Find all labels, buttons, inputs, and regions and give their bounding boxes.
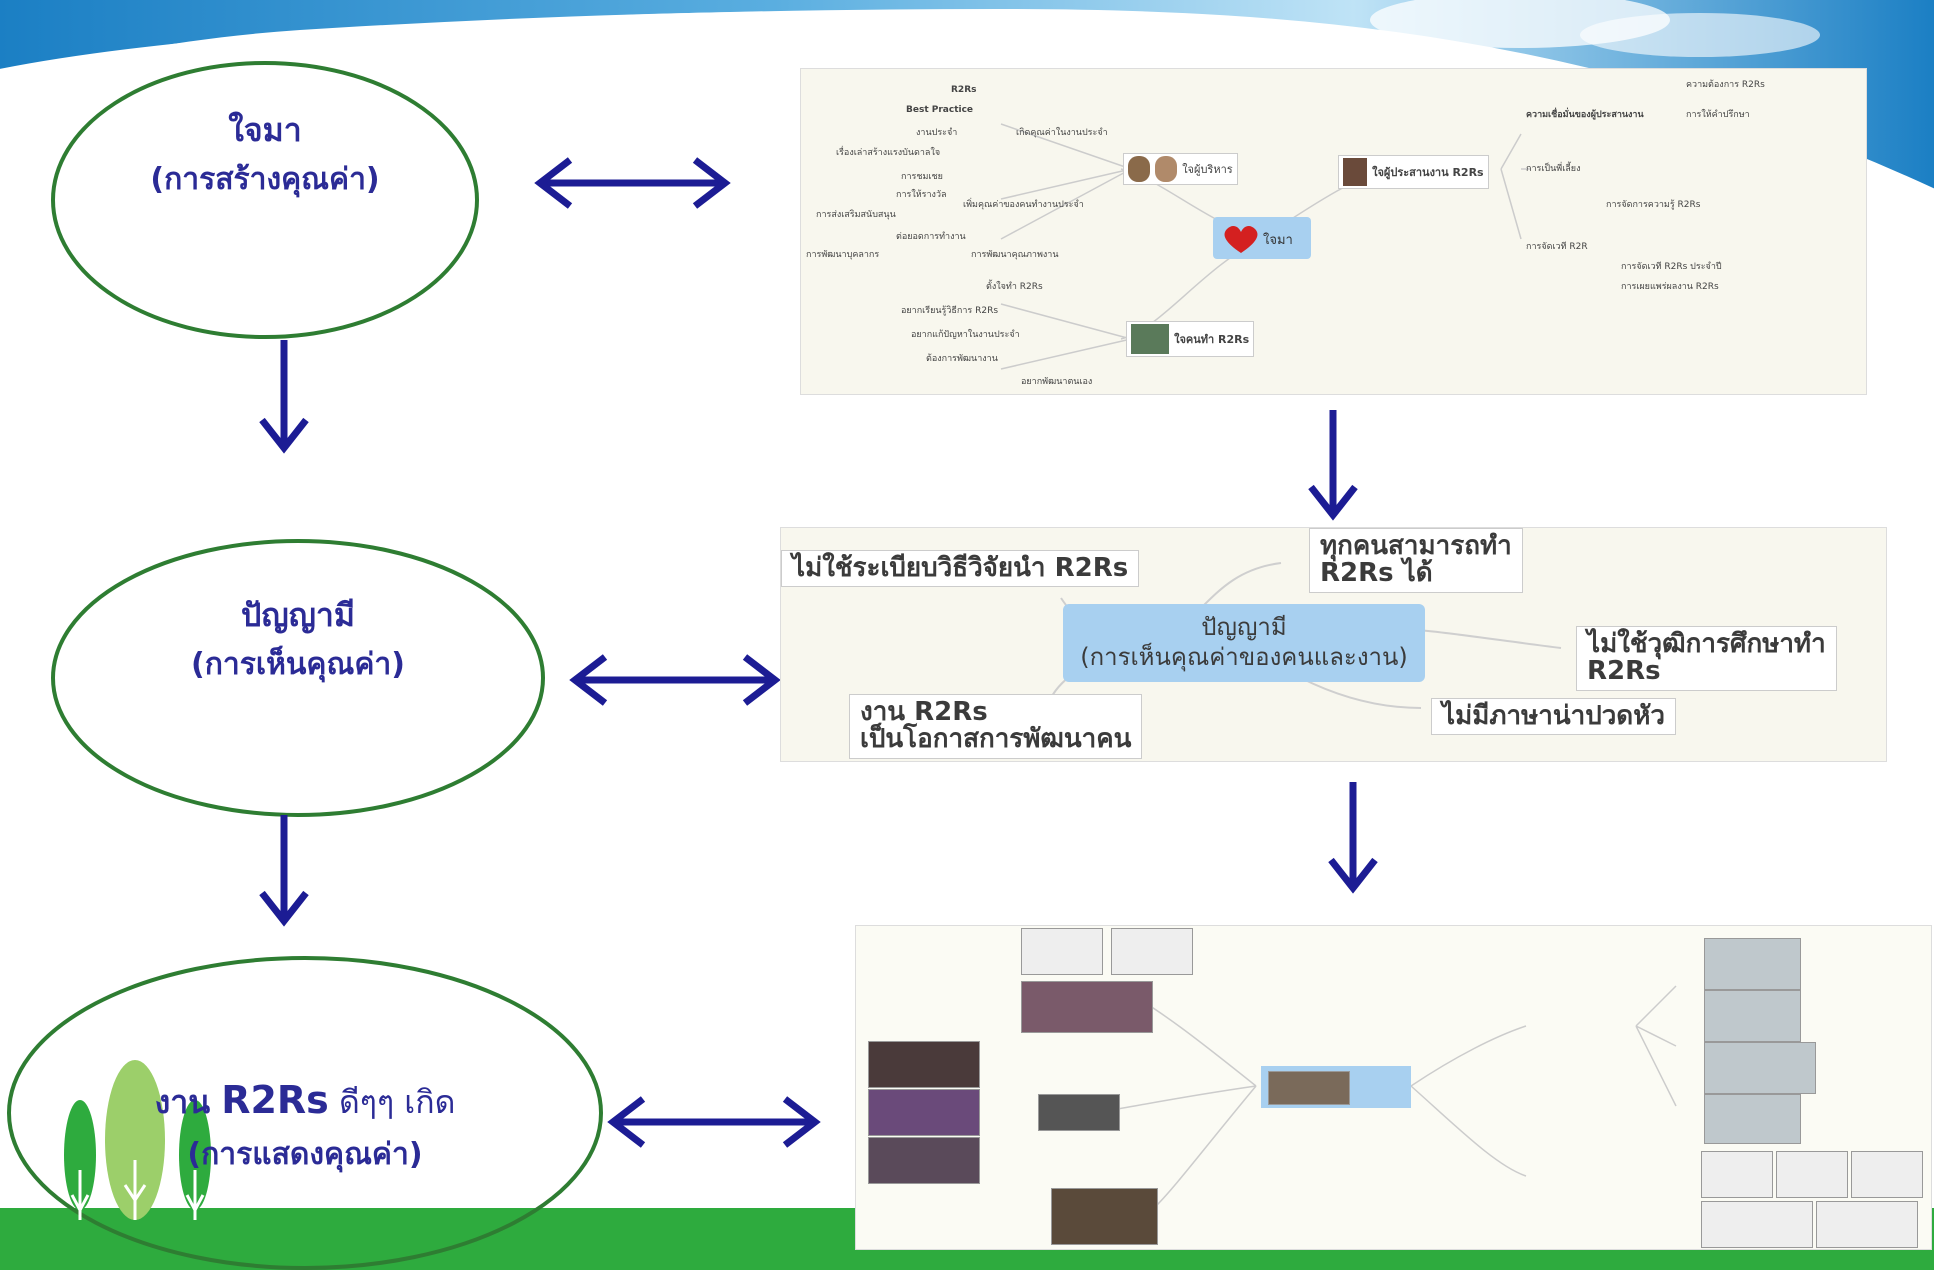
- oval-3-text: งาน R2Rs ดีๆๆ เกิด (การแสดงคุณค่า): [100, 1070, 510, 1179]
- wisdom-node-bottom-right: ไม่มีภาษาน่าปวดหัว: [1431, 698, 1676, 736]
- oval-1-text: ใจมา (การสร้างคุณค่า): [100, 105, 430, 204]
- photo-thumbnail: [868, 1041, 980, 1088]
- oval-3-title-prefix: งาน: [154, 1083, 222, 1121]
- mm-left-node: การพัฒนาคุณภาพงาน: [971, 250, 1059, 260]
- oval-3-subtitle: (การแสดงคุณค่า): [187, 1136, 423, 1172]
- photo-thumbnail: [1111, 928, 1193, 975]
- mm-right-node: การจัดการความรู้ R2Rs: [1606, 200, 1701, 210]
- photo-thumbnail: [1816, 1201, 1918, 1248]
- wisdom-node-bottom-left-line2: เป็นโอกาสการพัฒนาคน: [860, 724, 1132, 755]
- mm-right-node: การจัดเวที R2Rs ประจำปี: [1621, 262, 1722, 272]
- mm-left-node: ต่อยอดการทำงาน: [896, 232, 966, 242]
- mindmap-heart: ใจมา ใจผู้บริหาร ใจผู้ประสานงาน R2Rs ใจค…: [800, 68, 1867, 395]
- wisdom-node-right-line1: ไม่ใช้วุฒิการศึกษาทำ: [1587, 629, 1826, 659]
- mm-right-node: ความเชื่อมั่นของผู้ประสานงาน: [1526, 110, 1644, 120]
- wisdom-node-top-right: ทุกคนสามารถทำ R2Rs ได้: [1309, 528, 1523, 593]
- mm-left-node: เรื่องเล่าสร้างแรงบันดาลใจ: [836, 148, 941, 158]
- mm-left-node: ต้องการพัฒนางาน: [926, 354, 998, 364]
- oval-2: [51, 539, 545, 817]
- avatar: [1343, 158, 1367, 186]
- mindmap-wisdom: ปัญญามี (การเห็นคุณค่าของคนและงาน) ไม่ใช…: [780, 527, 1887, 762]
- branch-executives: ใจผู้บริหาร: [1123, 153, 1238, 185]
- photo-thumbnail: [1038, 1094, 1120, 1131]
- mm-left-node: งานประจำ: [916, 128, 958, 138]
- mindmap-center-label: ใจมา: [1263, 233, 1293, 248]
- mm-right-node: การเป็นพี่เลี้ยง: [1526, 164, 1581, 174]
- photo-thumbnail: [868, 1137, 980, 1184]
- photo-thumbnail: [1701, 1201, 1813, 1248]
- wisdom-node-top-left: ไม่ใช้ระเบียบวิธีวิจัยนำ R2Rs: [781, 550, 1140, 588]
- oval-3-title-bold: R2Rs: [221, 1078, 329, 1122]
- mm-left-node: อยากพัฒนาตนเอง: [1021, 377, 1093, 387]
- photo-thumbnail: [1021, 928, 1103, 975]
- mm-left-node: เกิดคุณค่าในงานประจำ: [1016, 128, 1108, 138]
- wisdom-center: ปัญญามี (การเห็นคุณค่าของคนและงาน): [1063, 604, 1425, 682]
- mm-right-node: การให้คำปรึกษา: [1686, 110, 1750, 120]
- header-swoosh: [0, 0, 1934, 200]
- mindmap-center: ใจมา: [1213, 217, 1311, 259]
- branch-coordinators-label: ใจผู้ประสานงาน R2Rs: [1372, 166, 1484, 179]
- avatar: [1155, 156, 1178, 182]
- mm-right-node: ความต้องการ R2Rs: [1686, 80, 1765, 90]
- oval-3-title-suffix: ดีๆๆ เกิด: [328, 1083, 456, 1121]
- wisdom-node-top-right-line1: ทุกคนสามารถทำ: [1320, 531, 1512, 561]
- mm-left-node: อยากแก้ปัญหาในงานประจำ: [911, 330, 1020, 340]
- mm-left-node: การพัฒนาบุคลากร: [806, 250, 880, 260]
- photo-thumbnail: [1704, 990, 1801, 1042]
- photo-thumbnail: [1851, 1151, 1923, 1198]
- mm-left-node: R2Rs: [951, 85, 977, 95]
- mm-left-node: การชมเชย: [901, 172, 943, 182]
- branch-executives-label: ใจผู้บริหาร: [1182, 163, 1233, 176]
- mm-left-node: เพิ่มคุณค่าของคนทำงานประจำ: [963, 200, 1084, 210]
- photo-thumbnail: [868, 1089, 980, 1136]
- oval-2-subtitle: (การเห็นคุณค่า): [191, 647, 405, 683]
- photo-thumbnail: [1268, 1071, 1350, 1105]
- avatar: [1128, 156, 1150, 182]
- mm-left-node: Best Practice: [906, 105, 974, 115]
- branch-workers: ใจคนทำ R2Rs: [1126, 321, 1255, 357]
- oval-3: [7, 956, 603, 1270]
- wisdom-center-subtitle: (การเห็นคุณค่าของคนและงาน): [1080, 643, 1408, 671]
- mm-left-node: อยากเรียนรู้วิธีการ R2Rs: [901, 306, 999, 316]
- photo-thumbnail: [1051, 1188, 1158, 1245]
- mm-left-node: ตั้งใจทำ R2Rs: [986, 282, 1043, 292]
- mm-left-node: การให้รางวัล: [896, 190, 947, 200]
- wisdom-node-top-right-line2: R2Rs ได้: [1320, 558, 1433, 589]
- mm-right-node: การจัดเวที R2R: [1526, 242, 1588, 252]
- wisdom-node-right-line2: R2Rs: [1587, 656, 1661, 687]
- wisdom-node-bottom-left-line1: งาน R2Rs: [860, 697, 988, 727]
- photo-thumbnail: [1704, 1094, 1801, 1144]
- photo-thumbnail: [1776, 1151, 1848, 1198]
- wisdom-center-title: ปัญญามี: [1201, 613, 1287, 641]
- wisdom-node-bottom-left: งาน R2Rs เป็นโอกาสการพัฒนาคน: [849, 694, 1143, 759]
- photo-thumbnail: [1021, 981, 1153, 1033]
- photo-thumbnail: [1704, 938, 1801, 990]
- heart-icon: [1224, 225, 1258, 253]
- avatar: [1131, 324, 1169, 354]
- mm-left-node: การส่งเสริมสนับสนุน: [816, 210, 896, 220]
- oval-1-subtitle: (การสร้างคุณค่า): [150, 162, 380, 198]
- branch-workers-label: ใจคนทำ R2Rs: [1174, 333, 1250, 346]
- oval-1: [51, 61, 479, 339]
- oval-2-text: ปัญญามี (การเห็นคุณค่า): [120, 590, 476, 689]
- tree-icon: [64, 1060, 211, 1220]
- mm-right-node: การเผยแพร่ผลงาน R2Rs: [1621, 282, 1719, 292]
- wisdom-node-right: ไม่ใช้วุฒิการศึกษาทำ R2Rs: [1576, 626, 1837, 691]
- photo-thumbnail: [1701, 1151, 1773, 1198]
- branch-coordinators: ใจผู้ประสานงาน R2Rs: [1338, 155, 1489, 189]
- photo-thumbnail: [1704, 1042, 1816, 1094]
- mindmap-photos: [855, 925, 1932, 1250]
- oval-1-title: ใจมา: [228, 111, 302, 149]
- oval-3-title: งาน R2Rs ดีๆๆ เกิด: [100, 1070, 510, 1131]
- oval-2-title: ปัญญามี: [241, 596, 355, 634]
